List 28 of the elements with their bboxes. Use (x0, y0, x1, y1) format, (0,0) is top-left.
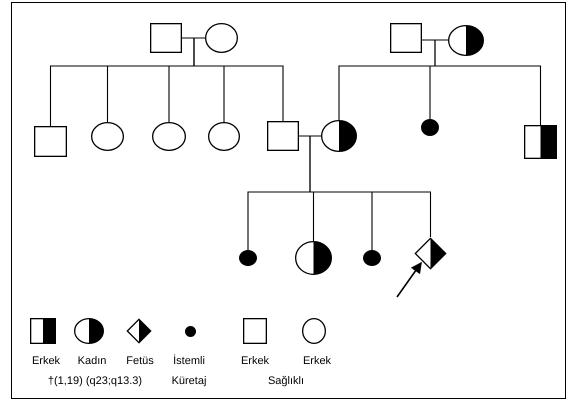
filled-dot (239, 250, 257, 266)
filled-dot (363, 250, 381, 266)
legend-text: Erkek (240, 354, 270, 369)
circle (91, 122, 124, 151)
square (267, 121, 299, 151)
half-filled-square (524, 125, 557, 159)
filled-dot (421, 119, 439, 136)
legend-text: Erkek (302, 354, 332, 369)
legend-text: Kadın (76, 354, 108, 369)
legend-text: Erkek (30, 354, 62, 369)
pedigree-line (182, 37, 284, 121)
circle (205, 23, 238, 53)
square (390, 23, 422, 53)
circle (208, 122, 240, 151)
square (34, 126, 67, 157)
legend-note: †(1,19) (q23;q13.3) (46, 374, 144, 389)
half-filled-circle (321, 120, 357, 152)
circle (152, 122, 186, 151)
square (150, 23, 182, 53)
pedigree-line (299, 135, 432, 237)
legend-note: Sağlıklı (266, 374, 306, 389)
pointer-arrow (396, 262, 422, 298)
legend-text: Fetüs (125, 354, 155, 369)
half-filled-circle (448, 25, 484, 56)
half-filled-diamond (414, 237, 447, 270)
half-filled-circle (295, 241, 332, 275)
pedigree-line (422, 39, 542, 125)
legend-text: İstemli Küretaj (170, 354, 208, 389)
